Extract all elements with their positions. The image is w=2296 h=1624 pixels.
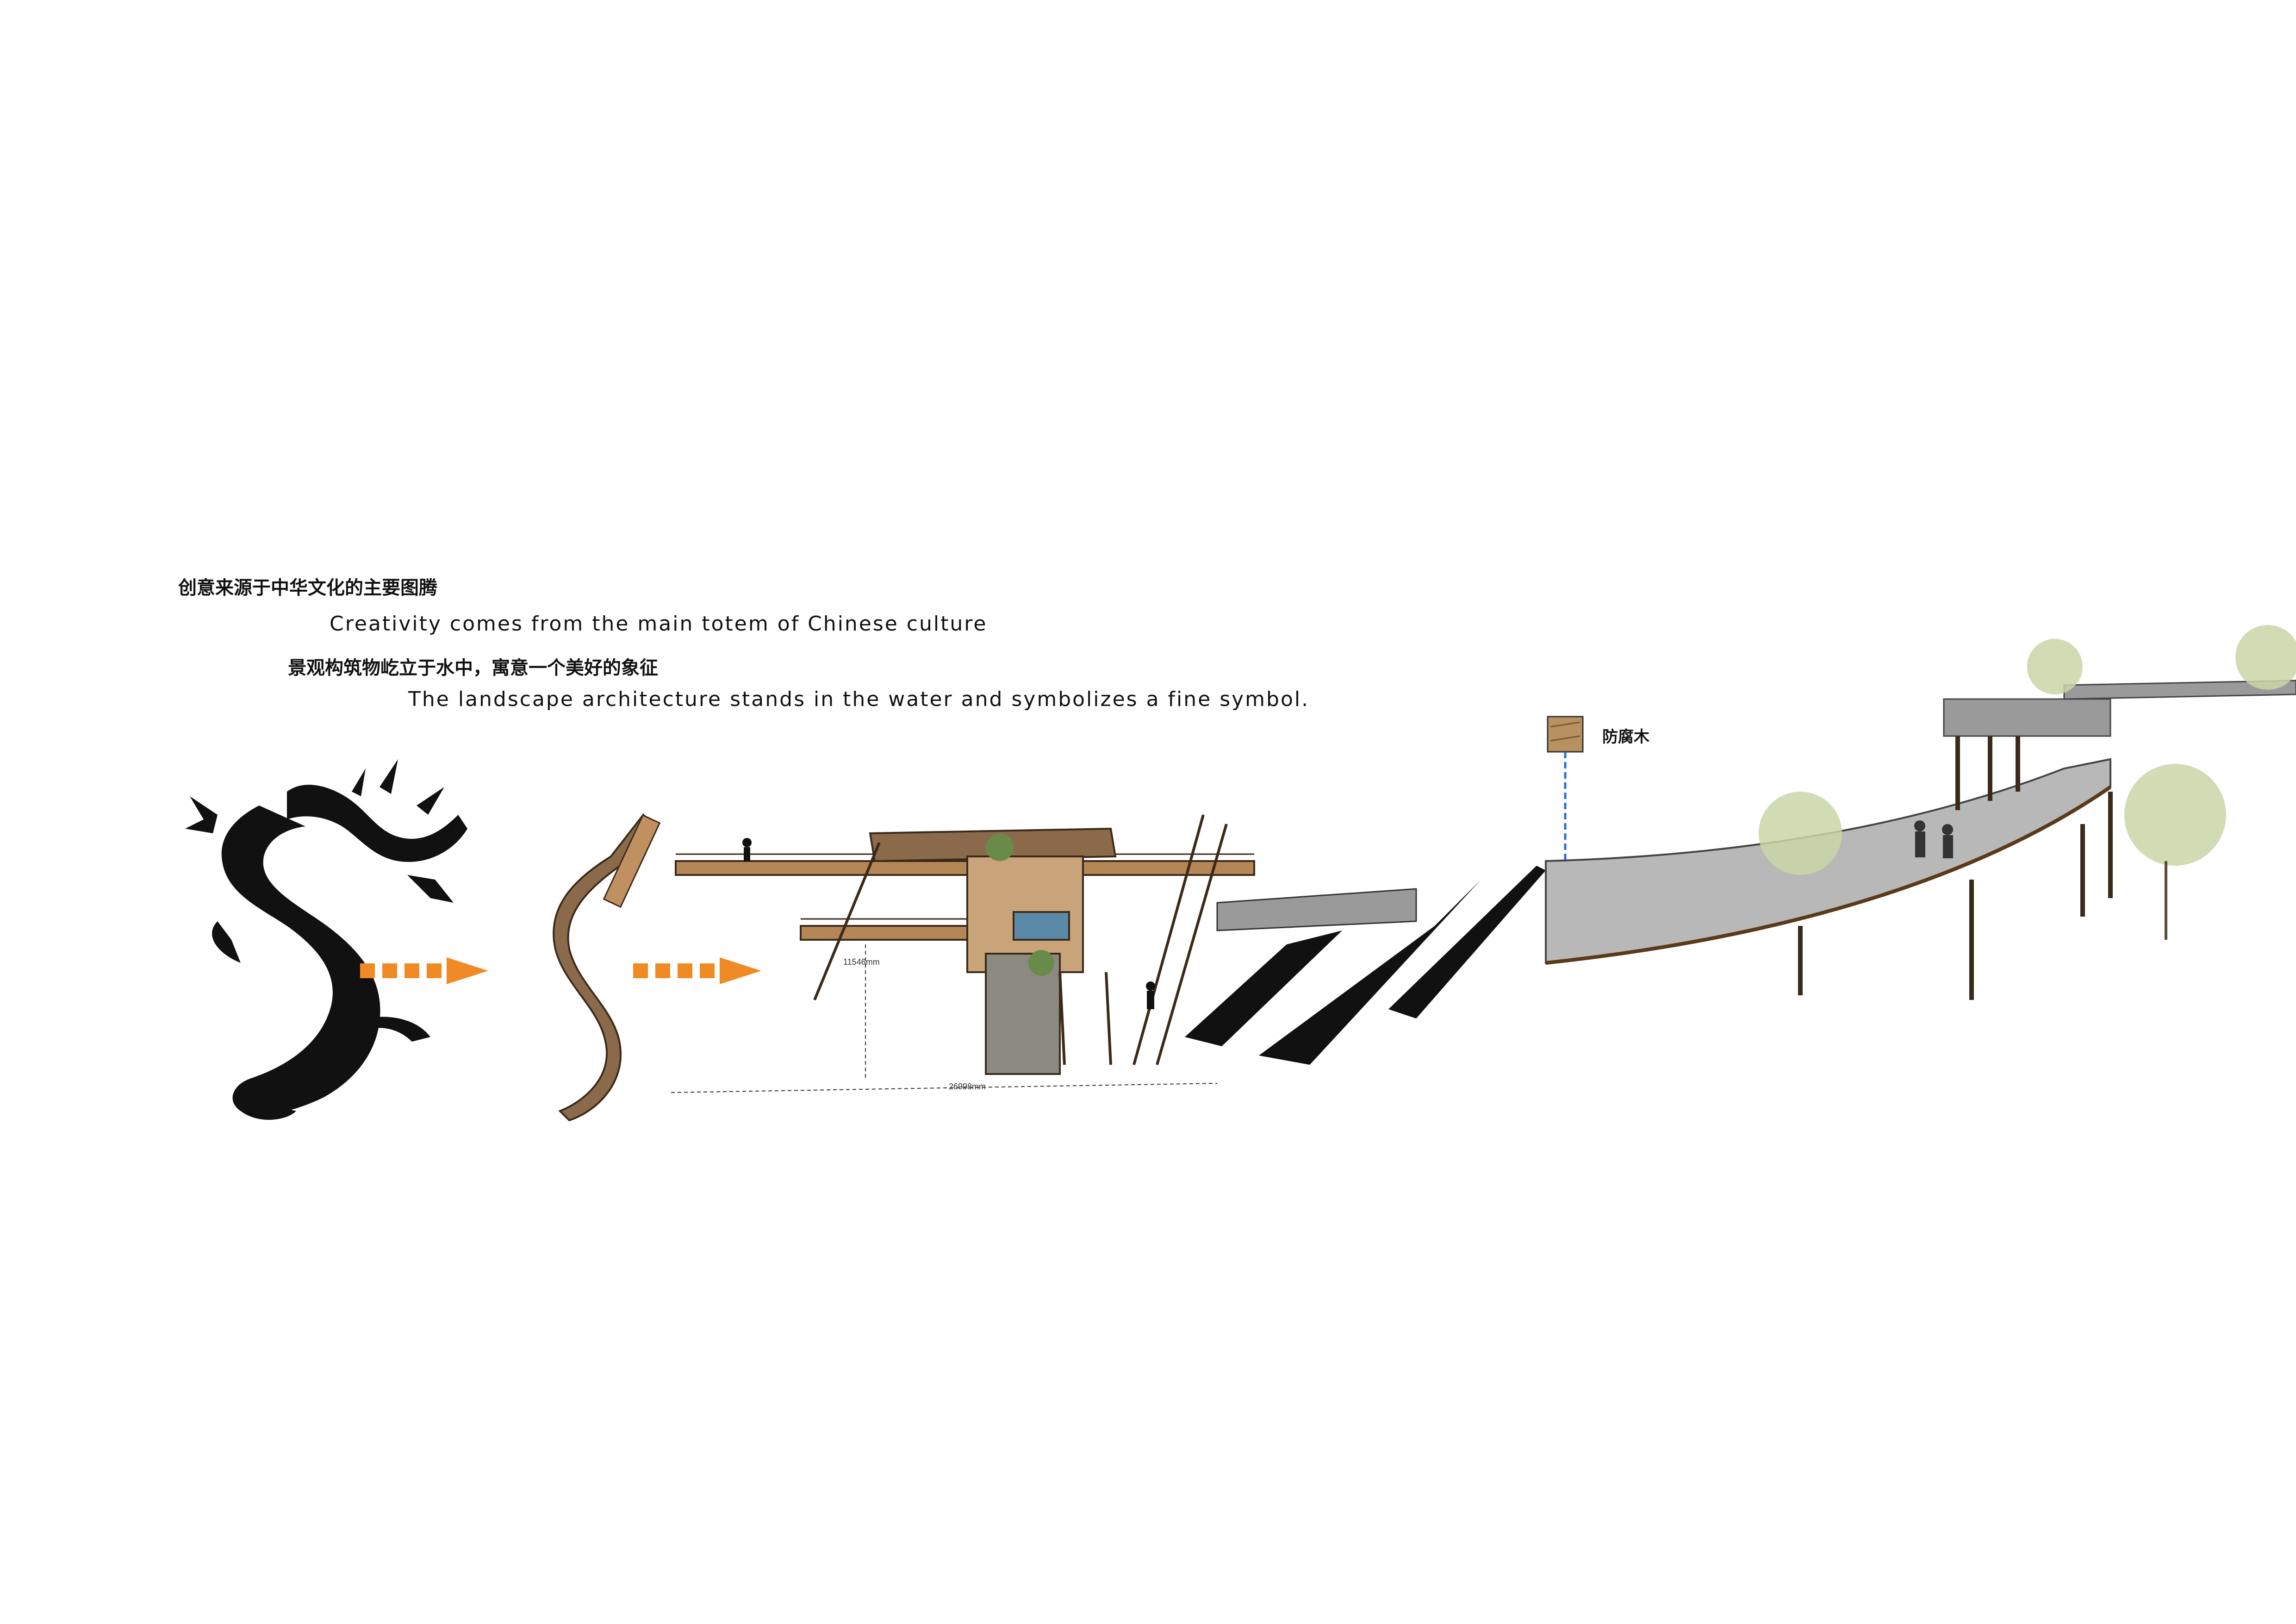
caption-cn-line2: 景观构筑物屹立于水中，寓意一个美好的象征: [288, 657, 658, 679]
dragon-icon: [185, 759, 467, 1120]
arrow-right-icon-2: [633, 957, 761, 984]
wood-texture-icon: [1547, 716, 1584, 753]
walkway-bridge: [1185, 866, 1546, 1065]
material-label: 防腐木: [1602, 728, 1649, 746]
arrow-right-icon: [360, 957, 488, 984]
dimension-height-label: 11546mm: [843, 957, 880, 967]
pavilion-elevation-icon: [675, 814, 1255, 1075]
boardwalk-render-icon: [1545, 625, 2296, 1000]
caption-cn-line1: 创意来源于中华文化的主要图腾: [178, 577, 437, 599]
dimension-width-label: 26998mm: [949, 1082, 986, 1091]
caption-en-line2: The landscape architecture stands in the…: [408, 687, 1310, 711]
caption-en-line1: Creativity comes from the main totem of …: [330, 612, 988, 636]
dimension-lines: [671, 944, 1218, 1093]
wood-sketch-icon: [553, 813, 661, 1122]
